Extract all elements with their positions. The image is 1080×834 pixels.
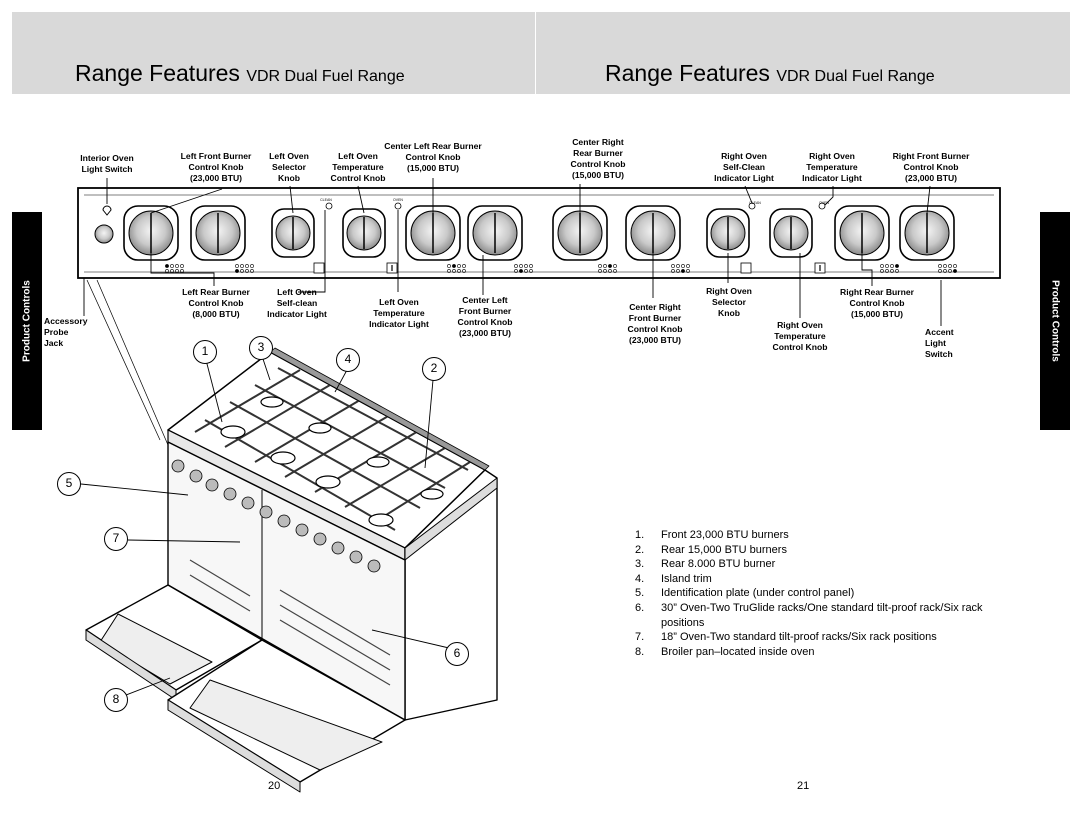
- knob-center-left-front-icon: [467, 205, 523, 261]
- feature-item: 2.Rear 15,000 BTU burners: [635, 543, 787, 556]
- knob-left-front-icon: [123, 205, 179, 261]
- knob-right-rear-icon: [834, 205, 890, 261]
- header-band: [12, 12, 1070, 94]
- feature-item: 5.Identification plate (under control pa…: [635, 587, 855, 600]
- oven-icon: [313, 262, 325, 274]
- indicator-light-icon: [394, 202, 402, 210]
- callout-5: 5: [57, 472, 81, 496]
- interior-light-switch-icon: [102, 205, 112, 216]
- page-number-left: 20: [268, 780, 281, 792]
- callout-3: 3: [249, 336, 273, 360]
- burner-position-icons: [165, 264, 957, 273]
- indicator-light-icon: [325, 202, 333, 210]
- knob-center-left-rear-icon: [405, 205, 461, 261]
- callout-2: 2: [422, 357, 446, 381]
- oven-icon: [740, 262, 752, 274]
- knob-right-temp-icon: [769, 208, 813, 258]
- feature-item: 6.30” Oven-Two TruGlide racks/One standa…: [635, 601, 983, 629]
- feature-list: 1.Front 23,000 BTU burners 2.Rear 15,000…: [633, 528, 1005, 659]
- knob-left-selector-icon: [271, 208, 315, 258]
- feature-item: 1.Front 23,000 BTU burners: [635, 529, 789, 541]
- side-tab-left: Product Controls: [12, 212, 42, 430]
- page-title-right: Range Features VDR Dual Fuel Range: [605, 60, 935, 86]
- probe-jack-icon: [94, 224, 114, 244]
- knob-right-front-icon: [899, 205, 955, 261]
- side-tab-right: Product Controls: [1040, 212, 1070, 430]
- callout-6: 6: [445, 642, 469, 666]
- knob-center-right-front-icon: [625, 205, 681, 261]
- callout-7: 7: [104, 527, 128, 551]
- callout-leaders: [80, 355, 450, 696]
- header-divider: [535, 12, 536, 94]
- feature-item: 4.Island trim: [635, 572, 712, 585]
- oven-mark: OVEN: [819, 201, 829, 205]
- clean-mark: CLEAN: [749, 201, 761, 205]
- range-illustration: [85, 347, 498, 793]
- knob-right-selector-icon: [706, 208, 750, 258]
- page-number-right: 21: [797, 780, 810, 792]
- clean-mark: CLEAN: [320, 198, 332, 202]
- knob-left-rear-icon: [190, 205, 246, 261]
- indicator-light-icon: [818, 202, 826, 210]
- knob-left-temp-icon: [342, 208, 386, 258]
- leader-lines: [83, 178, 942, 326]
- page-title-left: Range Features VDR Dual Fuel Range: [75, 60, 405, 86]
- callout-1: 1: [193, 340, 217, 364]
- feature-item: 3.Rear 8.000 BTU burner: [635, 558, 776, 571]
- callout-8: 8: [104, 688, 128, 712]
- feature-item: 8.Broiler pan–located inside oven: [635, 645, 815, 658]
- callout-4: 4: [336, 348, 360, 372]
- page-subtitle-right: VDR Dual Fuel Range: [776, 68, 935, 85]
- page-subtitle-left: VDR Dual Fuel Range: [246, 68, 405, 85]
- oven-mark: OVEN: [393, 198, 403, 202]
- knob-center-right-rear-icon: [552, 205, 608, 261]
- feature-item: 7.18” Oven-Two standard tilt-proof racks…: [635, 631, 937, 644]
